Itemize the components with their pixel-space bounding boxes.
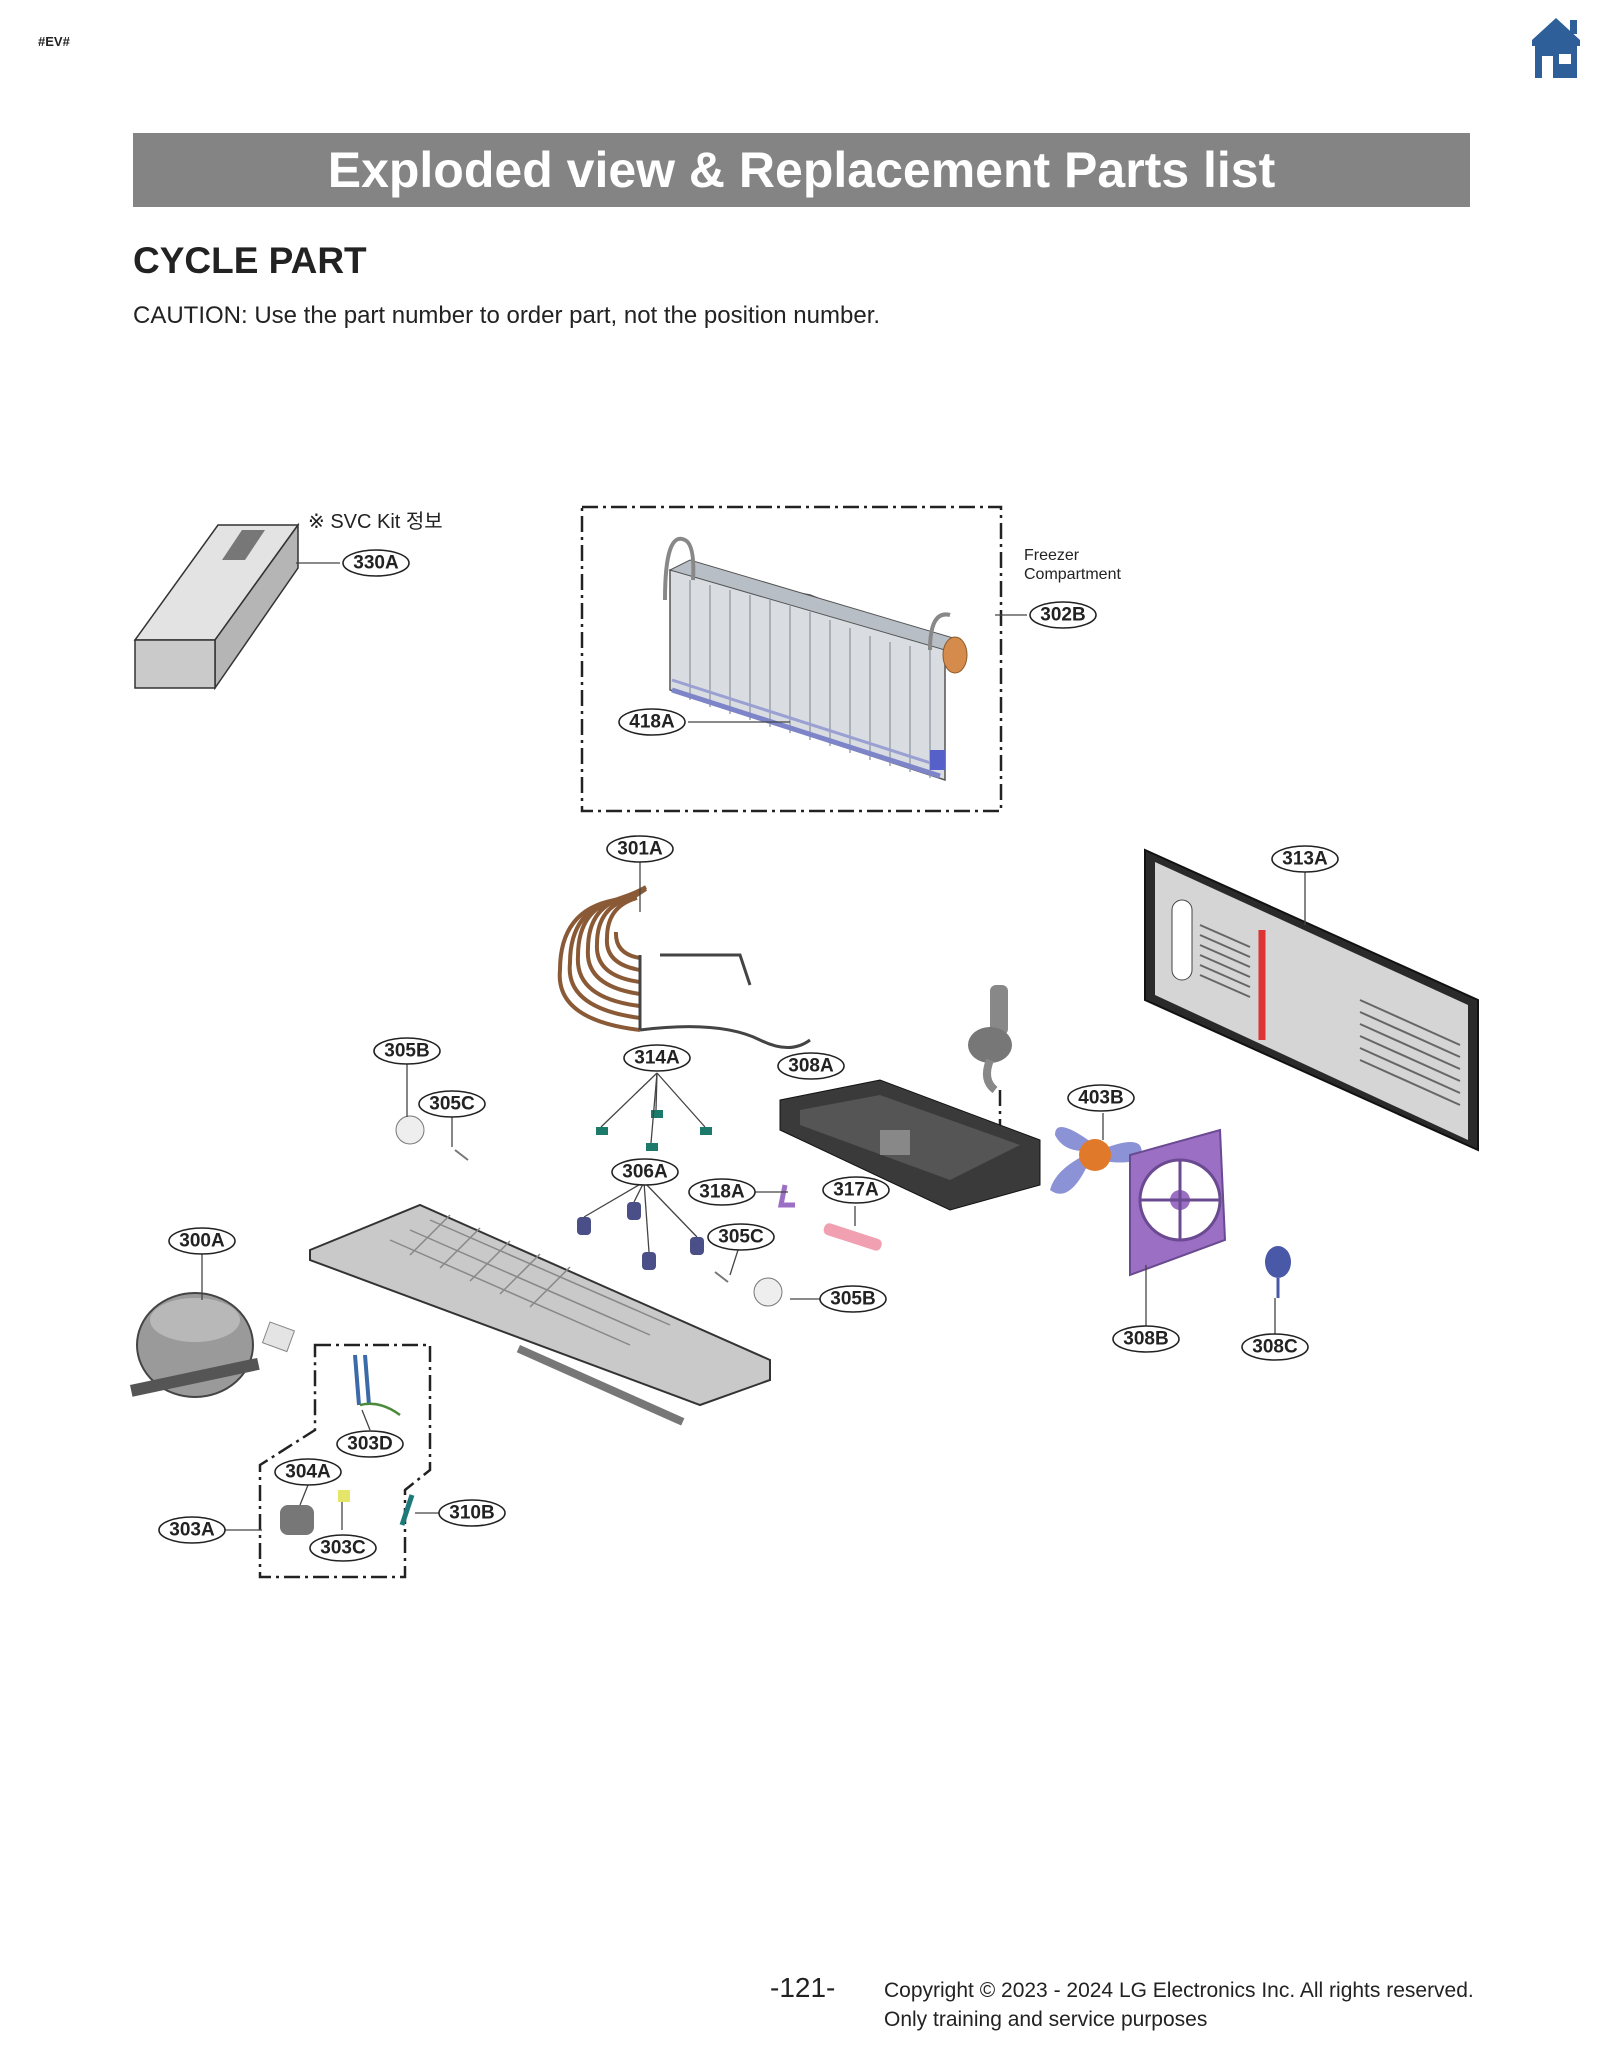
svg-text:302B: 302B <box>1040 605 1085 626</box>
svg-text:313A: 313A <box>1282 849 1328 870</box>
page-number: -121- <box>770 1972 836 2003</box>
compressor <box>129 1292 296 1398</box>
fan-motor <box>1265 1246 1291 1298</box>
svg-text:305B: 305B <box>384 1041 429 1062</box>
clamps <box>596 1110 712 1151</box>
compressor-electric-parts <box>280 1354 415 1535</box>
page-banner-title: Exploded view & Replacement Parts list <box>133 133 1470 207</box>
part-label-314A: 314A <box>623 1044 691 1072</box>
svg-text:305B: 305B <box>830 1289 875 1310</box>
copyright-line-1: Copyright © 2023 - 2024 LG Electronics I… <box>884 1979 1474 2002</box>
plugs <box>395 1115 783 1307</box>
svg-text:318A: 318A <box>699 1182 745 1203</box>
home-icon[interactable] <box>1528 16 1584 82</box>
part-label-300A: 300A <box>168 1227 236 1255</box>
part-label-301A: 301A <box>606 835 674 863</box>
part-label-305C-lower: 305C <box>707 1223 775 1251</box>
svg-text:403B: 403B <box>1078 1088 1123 1109</box>
svg-text:418A: 418A <box>629 712 675 733</box>
document-tag: #EV# <box>38 34 70 49</box>
svg-text:308B: 308B <box>1123 1329 1168 1350</box>
part-label-310B: 310B <box>438 1499 506 1527</box>
machine-room-bracket <box>779 1079 1041 1211</box>
part-label-305C-upper: 305C <box>418 1090 486 1118</box>
fan-blade <box>1050 1127 1142 1194</box>
condenser-coil <box>557 885 648 1032</box>
part-label-418A: 418A <box>618 708 686 736</box>
svc-kit-note: ※ SVC Kit 정보 <box>308 510 443 533</box>
svg-text:330A: 330A <box>353 553 399 574</box>
freezer-kit-frame <box>580 505 1003 813</box>
freezer-label-line1: Freezer <box>1024 547 1080 564</box>
copyright-notice: Copyright © 2023 - 2024 LG Electronics I… <box>884 1976 1474 2034</box>
bracket-318a <box>777 1184 795 1208</box>
fan-shroud <box>1129 1128 1227 1277</box>
svg-text:300A: 300A <box>179 1231 225 1252</box>
svg-text:303A: 303A <box>169 1520 215 1541</box>
condenser-pipe <box>638 953 811 1049</box>
svg-text:305C: 305C <box>429 1094 475 1115</box>
evaporator-assembly <box>663 536 968 782</box>
base-plate <box>309 1203 771 1426</box>
svg-text:317A: 317A <box>833 1180 879 1201</box>
part-label-318A: 318A <box>688 1178 756 1206</box>
svg-text:301A: 301A <box>617 839 663 860</box>
back-cover-panel <box>1144 848 1479 1152</box>
svc-kit-box <box>133 522 300 691</box>
freezer-label-line2: Compartment <box>1024 566 1121 583</box>
part-label-304A: 304A <box>274 1458 342 1486</box>
part-label-302B: 302B <box>1029 601 1097 629</box>
svg-text:314A: 314A <box>634 1048 680 1069</box>
part-label-308A: 308A <box>777 1052 845 1080</box>
part-label-303D: 303D <box>336 1430 404 1458</box>
part-label-305B-upper: 305B <box>373 1037 441 1065</box>
section-title: CYCLE PART <box>133 240 367 281</box>
svg-text:303C: 303C <box>320 1538 366 1559</box>
drain-pan-hose <box>968 985 1012 1160</box>
svg-text:303D: 303D <box>347 1434 392 1455</box>
part-label-305B-lower: 305B <box>819 1285 887 1313</box>
copyright-line-2: Only training and service purposes <box>884 2008 1208 2031</box>
exploded-view-diagram: .lbl { fill: #fff; stroke: #222; stroke-… <box>129 505 1479 1579</box>
drier <box>823 1223 882 1251</box>
vibration-rubbers <box>577 1202 704 1270</box>
svg-text:310B: 310B <box>449 1503 494 1524</box>
svg-text:305C: 305C <box>718 1227 764 1248</box>
part-label-313A: 313A <box>1271 845 1339 873</box>
part-label-308B: 308B <box>1112 1325 1180 1353</box>
part-label-330A: 330A <box>342 549 410 577</box>
part-label-308C: 308C <box>1241 1333 1309 1361</box>
part-label-317A: 317A <box>822 1176 890 1204</box>
svg-text:308C: 308C <box>1252 1337 1298 1358</box>
compressor-kit-frame <box>258 1343 432 1579</box>
svg-text:306A: 306A <box>622 1162 668 1183</box>
part-label-303A: 303A <box>158 1516 226 1544</box>
part-label-403B: 403B <box>1067 1084 1135 1112</box>
svg-text:304A: 304A <box>285 1462 331 1483</box>
caution-note: CAUTION: Use the part number to order pa… <box>133 302 881 329</box>
part-label-303C: 303C <box>309 1534 377 1562</box>
part-label-306A: 306A <box>611 1158 679 1186</box>
svg-text:308A: 308A <box>788 1056 834 1077</box>
